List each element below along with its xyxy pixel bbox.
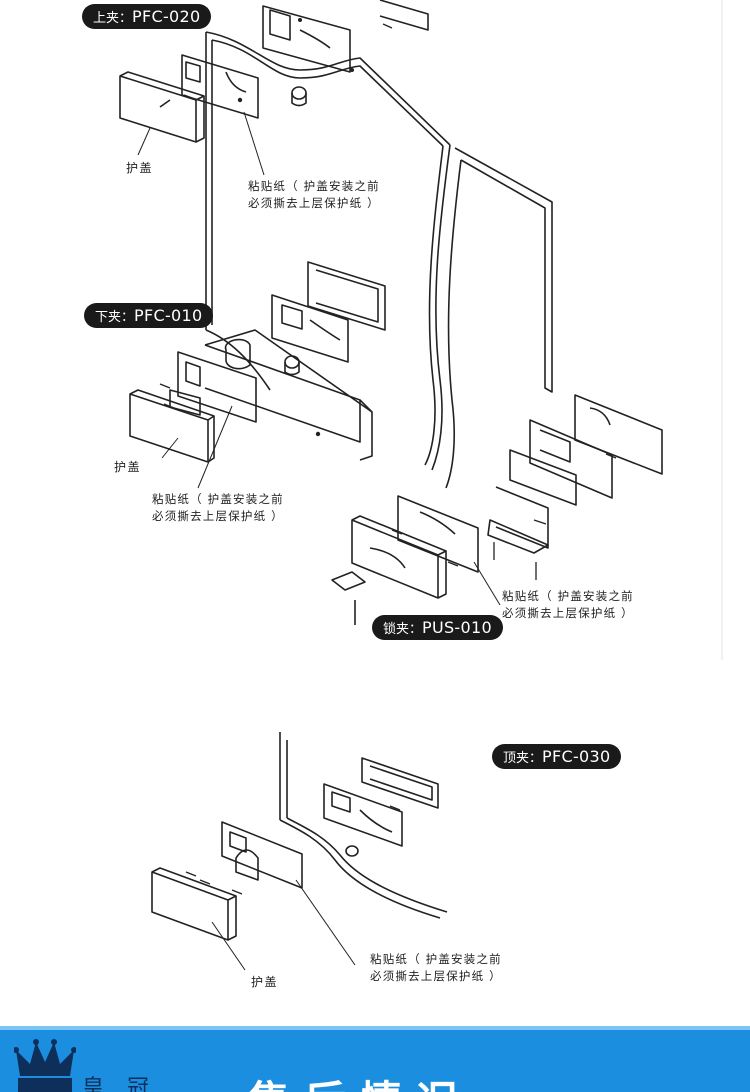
footer-band: [0, 1026, 750, 1030]
glass-panel-left: [205, 31, 451, 471]
sticker-note: 粘贴纸（ 护盖安装之前必须撕去上层保护纸 ）: [152, 492, 284, 523]
sticker-note: 粘贴纸（ 护盖安装之前必须撕去上层保护纸 ）: [248, 179, 380, 210]
lock-clamp-label: 锁夹：PUS-010: [372, 615, 503, 640]
footer-bar: 皇 冠 售后情况: [0, 1026, 750, 1092]
glass-panel-right: [445, 147, 553, 489]
cover-label: 护盖: [114, 460, 142, 474]
brand-text: 皇 冠: [82, 1076, 157, 1092]
cover-label: 护盖: [251, 975, 279, 989]
top-clamp-label: 上夹：PFC-020: [82, 4, 212, 29]
leader-lines: [137, 111, 501, 971]
section-title: 售后情况: [248, 1068, 472, 1092]
bottom-clamp-parts: [129, 261, 386, 463]
screws: [159, 23, 617, 895]
top-pivot-label: 顶夹：PFC-030: [492, 744, 622, 769]
sticker-note: 粘贴纸（ 护盖安装之前必须撕去上层保护纸 ）: [502, 589, 634, 620]
top-clamp-parts: [119, 0, 429, 143]
lock-clamp-parts: [331, 394, 663, 625]
bottom-clamp-label: 下夹：PFC-010: [84, 303, 214, 328]
sticker-note: 粘贴纸（ 护盖安装之前必须撕去上层保护纸 ）: [370, 952, 502, 983]
crown-logo-icon: [14, 1039, 76, 1092]
top-pivot-parts: [151, 732, 448, 941]
cover-label: 护盖: [126, 161, 154, 175]
exploded-diagram: [119, 0, 723, 971]
